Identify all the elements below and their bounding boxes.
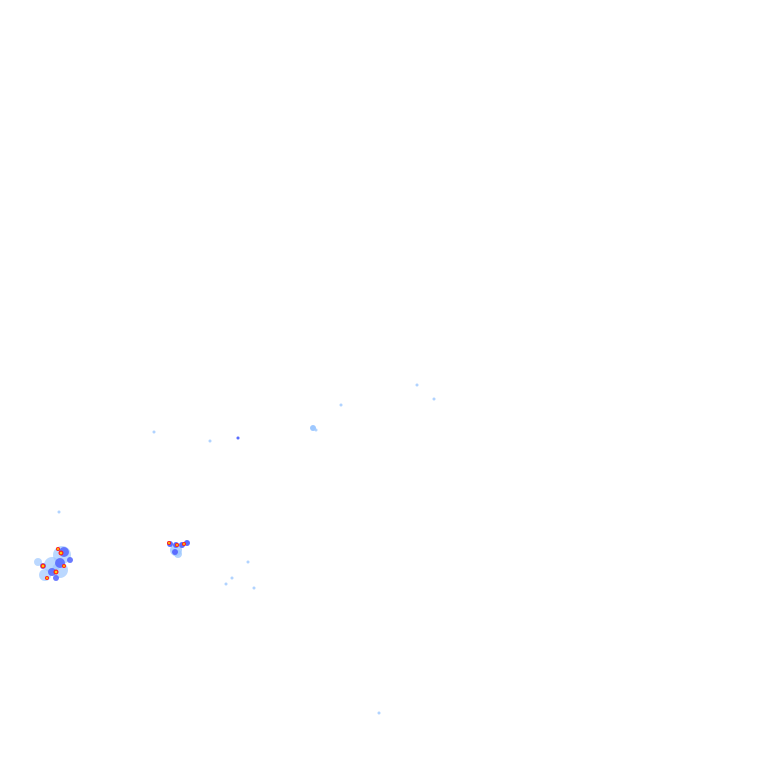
radar-speck [246, 560, 250, 564]
radar-speck [310, 425, 316, 431]
storm-cell-core [59, 551, 63, 555]
radar-speck [236, 436, 240, 440]
storm-line-core [168, 542, 170, 544]
radar-speck [339, 403, 343, 407]
storm-line-core [176, 544, 178, 546]
radar-speck [432, 397, 436, 401]
radar-speck [152, 430, 156, 434]
radar-speck [230, 576, 234, 580]
radar-speck [377, 711, 381, 715]
storm-cell-core [63, 565, 65, 567]
storm-cell-core [57, 548, 59, 550]
storm-cell-core [41, 564, 45, 568]
storm-line-moderate [172, 549, 178, 555]
radar-speck [415, 383, 419, 387]
storm-cluster-west-light [34, 558, 42, 566]
storm-line-core [183, 543, 185, 545]
radar-speck [208, 439, 212, 443]
storm-cell-core [46, 577, 48, 579]
radar-speck [252, 586, 256, 590]
storm-cluster-west-moderate [53, 575, 59, 581]
storm-cell-core [54, 570, 58, 574]
storm-cluster-west-moderate [67, 557, 73, 563]
storm-cluster-west-moderate [48, 568, 56, 576]
radar-speck [224, 582, 228, 586]
radar-speck [57, 510, 61, 514]
